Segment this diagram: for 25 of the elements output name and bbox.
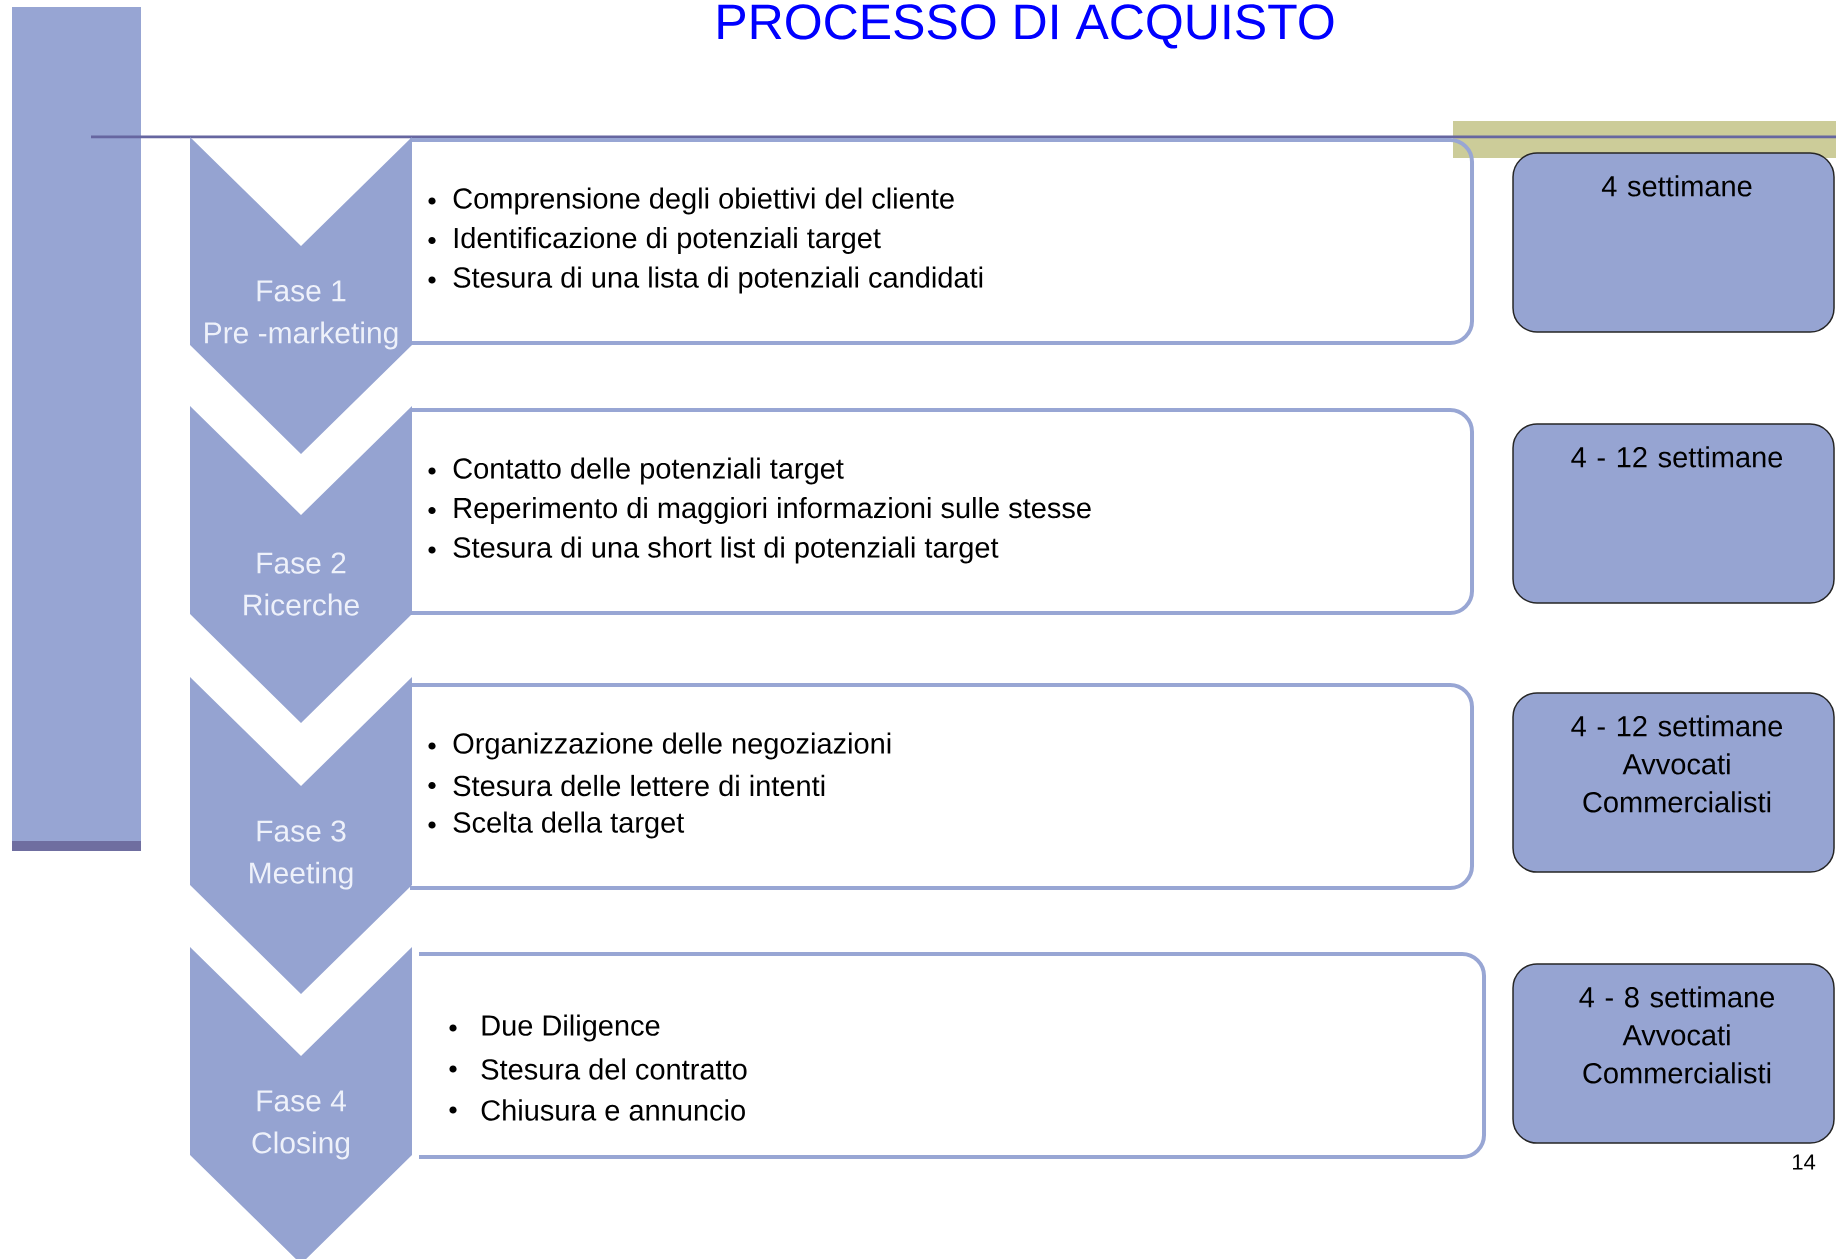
bullet-box: Due Diligence Stesura del contratto Chiusura e annuncio [419, 952, 1486, 1159]
duration-box: 4 - 12 settimane Avvocati Commercialisti [1512, 692, 1835, 873]
node-label: Reperimento di maggiori informazioni sulle stesse [454, 496, 1091, 525]
phase-box: Fase 3 Meeting [190, 677, 412, 994]
bullet-box: Contatto delle potenziali target Reperimento di maggiori informazioni sulle stesse Stesura di una short list di potenziali target [410, 408, 1474, 615]
node-label: Stesura delle lettere di intenti [453, 774, 825, 797]
phase-box: Fase 4 Closing [190, 947, 412, 1259]
bullet-box: Organizzazione delle negoziazioni Stesura delle lettere di intenti Scelta della target [410, 683, 1474, 890]
node-label: Due Diligence [482, 1014, 660, 1042]
node-label: Stesura di una short list di potenziali target [453, 536, 999, 564]
node-label: Contatto delle potenziali target [453, 457, 844, 485]
node-label: Chiusura e annuncio [481, 1099, 745, 1121]
node-label: Stesura del contratto [481, 1058, 747, 1080]
node-label: Organizzazione delle negoziazioni [453, 732, 891, 760]
node-label: Stesura di una lista di potenziali candidati [453, 266, 983, 294]
node-label: Scelta della target [453, 811, 685, 839]
phase-box: Fase 1 Pre -marketing [190, 137, 412, 454]
duration-box: 4 - 12 settimane [1512, 423, 1835, 604]
duration-box: 4 settimane [1512, 152, 1835, 333]
node-label: Comprensione degli obiettivi del cliente [453, 187, 954, 215]
title: PROCESSO DI ACQUISTO [718, 4, 1334, 49]
bullet-box: Comprensione degli obiettivi del cliente Identificazione di potenziali target Stesura di una lista di potenziali candidati [410, 138, 1474, 345]
node-label: Identificazione di potenziali target [454, 226, 881, 255]
phase-box: Fase 2 Ricerche [190, 406, 412, 723]
duration-box: 4 - 8 settimane Avvocati Commercialisti [1512, 963, 1835, 1144]
